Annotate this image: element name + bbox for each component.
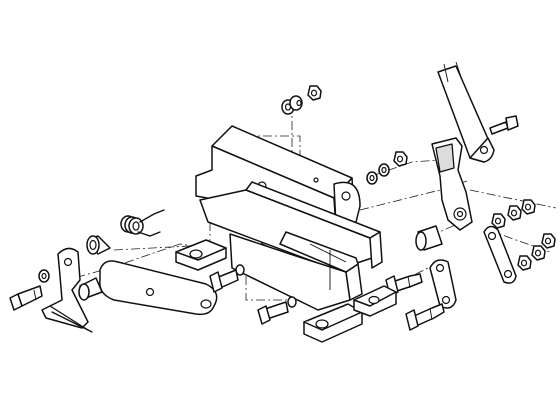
shoulder-pin-left bbox=[78, 277, 103, 301]
lock-washer-center-left bbox=[235, 264, 245, 276]
hex-bolt-bottom-center bbox=[257, 301, 289, 325]
hex-bolt-right-lower bbox=[405, 303, 445, 331]
left-link-plate bbox=[99, 260, 218, 316]
upper-lever-arm bbox=[437, 61, 495, 163]
hex-bolt-left bbox=[9, 285, 43, 311]
lock-washer bbox=[289, 95, 303, 111]
hex-bolt-center-left bbox=[209, 269, 239, 293]
torsion-spring bbox=[120, 209, 165, 237]
link-plate-middle bbox=[429, 259, 457, 309]
base-foot-right-lower bbox=[303, 303, 363, 343]
base-foot-right bbox=[353, 285, 397, 317]
shoulder-pin-right bbox=[415, 225, 443, 251]
clevis-bracket bbox=[431, 137, 473, 231]
cylindrical-spacer bbox=[86, 235, 111, 255]
right-nut-column bbox=[491, 199, 556, 271]
small-bolt-upper-right bbox=[489, 115, 519, 135]
washer-nut-stack-top bbox=[281, 85, 322, 115]
left-l-lever bbox=[41, 247, 93, 333]
link-plate-right bbox=[483, 225, 517, 284]
frame-rails bbox=[199, 181, 383, 311]
flat-washer-left bbox=[38, 269, 50, 283]
base-foot-left bbox=[175, 239, 227, 271]
washer-nut-stack-middle bbox=[366, 151, 408, 185]
lock-washer-bottom-center bbox=[287, 296, 297, 308]
